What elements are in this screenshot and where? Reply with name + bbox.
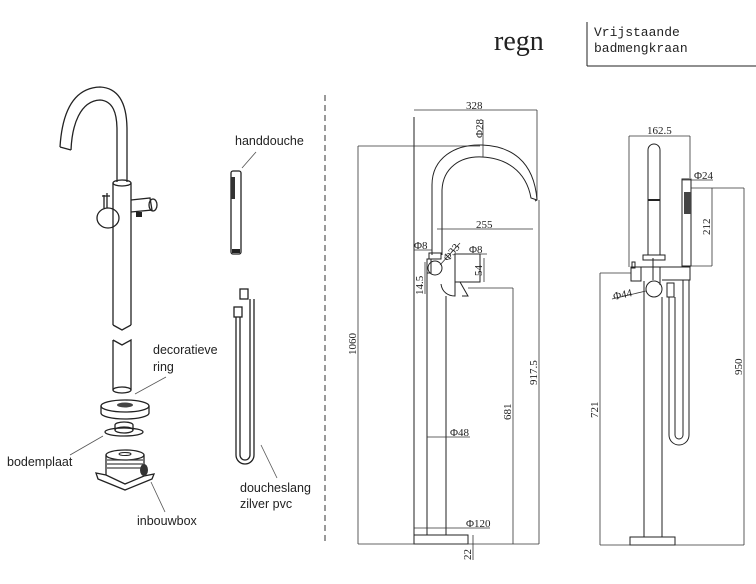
dim-height-681: 681 <box>502 404 514 421</box>
label-ring-2: ring <box>153 360 174 374</box>
dim-column-dia: Φ48 <box>450 427 470 439</box>
exploded-faucet <box>59 86 158 491</box>
product-title-line2: badmengkraan <box>594 41 688 56</box>
baseplate-leader <box>69 435 104 456</box>
label-handshower: handdouche <box>235 134 304 148</box>
dim-reach-255: 255 <box>476 219 493 231</box>
front-view <box>357 109 540 560</box>
dim-handshower-dia: Φ24 <box>694 170 714 182</box>
diverter-outlet <box>130 197 153 213</box>
dim-height-950: 950 <box>733 358 745 375</box>
handshower-part <box>230 151 257 255</box>
dim-width-328: 328 <box>466 100 483 112</box>
baseplate <box>104 427 144 437</box>
side-view <box>599 135 745 546</box>
dim-pin-dia-right: Φ8 <box>469 244 483 256</box>
label-baseplate: bodemplaat <box>7 455 73 469</box>
box-leader <box>150 481 166 513</box>
dim-height-917-5: 917.5 <box>528 360 540 385</box>
label-ring-1: decoratieve <box>153 343 218 357</box>
shower-hose-part <box>233 288 278 479</box>
dim-handshower-212: 212 <box>701 219 713 236</box>
mixer-knob <box>96 207 120 229</box>
label-hose-2: zilver pvc <box>240 497 292 511</box>
body-top <box>112 179 132 187</box>
spout-outer <box>59 86 128 182</box>
dim-outlet-54: 54 <box>473 265 485 277</box>
dim-offset-14-5: 14.5 <box>414 275 426 295</box>
dim-height-721: 721 <box>589 402 601 419</box>
label-hose-1: doucheslang <box>240 481 311 495</box>
dim-height-1060: 1060 <box>347 333 359 356</box>
dim-base-dia: Φ120 <box>466 518 491 530</box>
spout-inner <box>70 99 118 182</box>
dim-pin-dia-left: Φ8 <box>414 240 428 252</box>
dim-base-height: 22 <box>462 549 474 560</box>
brand-logo: regn <box>494 26 544 57</box>
ring-leader <box>134 376 167 395</box>
dim-width-162-5: 162.5 <box>647 125 672 137</box>
label-box: inbouwbox <box>137 514 198 528</box>
dim-spout-dia: Φ28 <box>474 118 486 138</box>
product-title-line1: Vrijstaande <box>594 25 680 40</box>
dim-knob-dia-44: Φ44 <box>612 287 634 303</box>
